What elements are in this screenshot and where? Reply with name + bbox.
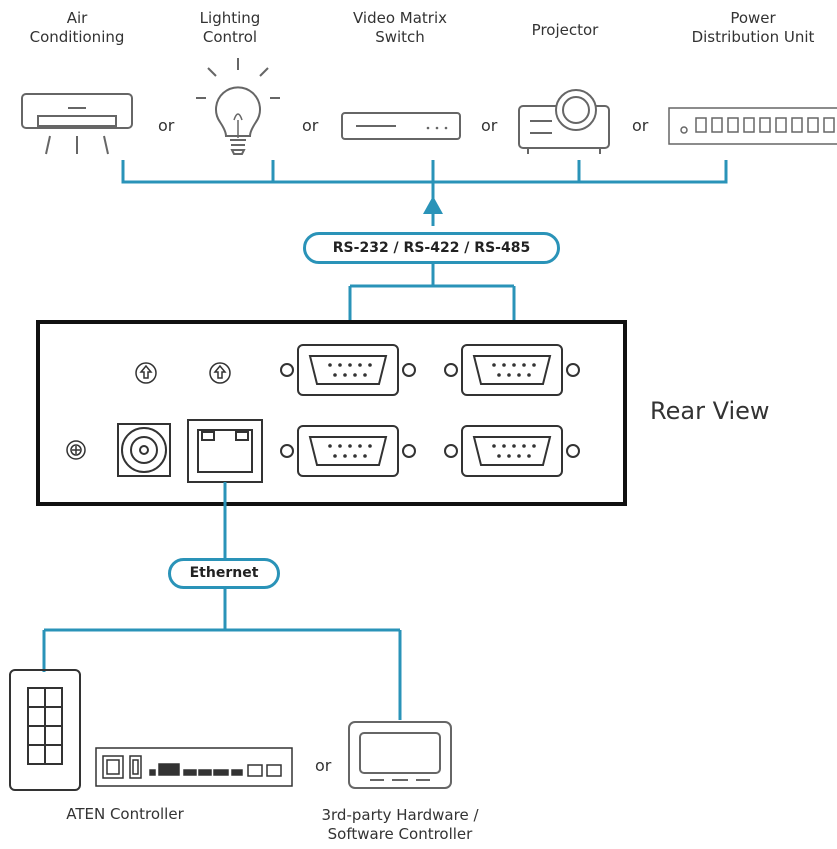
serial-port-icon	[444, 344, 580, 396]
light-bulb-icon	[196, 58, 280, 155]
serial-protocol-badge: RS-232 / RS-422 / RS-485	[303, 232, 560, 264]
lighting-control-label: Lighting Control	[199, 9, 261, 46]
or-label: or	[481, 116, 498, 135]
or-label: or	[315, 756, 332, 775]
projector-icon	[518, 89, 610, 154]
third-party-controller-label: 3rd-party Hardware / Software Controller	[321, 806, 479, 843]
monitor-icon	[348, 721, 452, 789]
or-label: or	[302, 116, 319, 135]
ethernet-bus-lines	[42, 482, 402, 720]
video-matrix-label: Video Matrix Switch	[352, 9, 448, 46]
pdu-icon	[668, 107, 837, 145]
ground-screw-icon	[66, 440, 86, 460]
serial-port-icon	[280, 425, 416, 477]
air-conditioning-label: Air Conditioning	[29, 9, 125, 46]
or-label: or	[632, 116, 649, 135]
ethernet-badge: Ethernet	[168, 558, 280, 589]
upload-icon	[209, 362, 231, 384]
arrow-up-icon	[423, 196, 443, 214]
or-label: or	[158, 116, 175, 135]
video-matrix-icon	[341, 112, 461, 140]
rear-view-label: Rear View	[650, 397, 770, 425]
aten-controller-icon	[95, 747, 293, 787]
air-conditioner-icon	[21, 93, 133, 155]
pdu-label: Power Distribution Unit	[691, 9, 815, 46]
power-jack-icon	[117, 423, 171, 477]
serial-port-icon	[280, 344, 416, 396]
rear-panel	[36, 320, 627, 506]
upload-icon	[135, 362, 157, 384]
keypad-icon	[9, 669, 81, 791]
serial-port-icon	[444, 425, 580, 477]
projector-label: Projector	[531, 21, 599, 39]
aten-controller-label: ATEN Controller	[66, 805, 184, 823]
